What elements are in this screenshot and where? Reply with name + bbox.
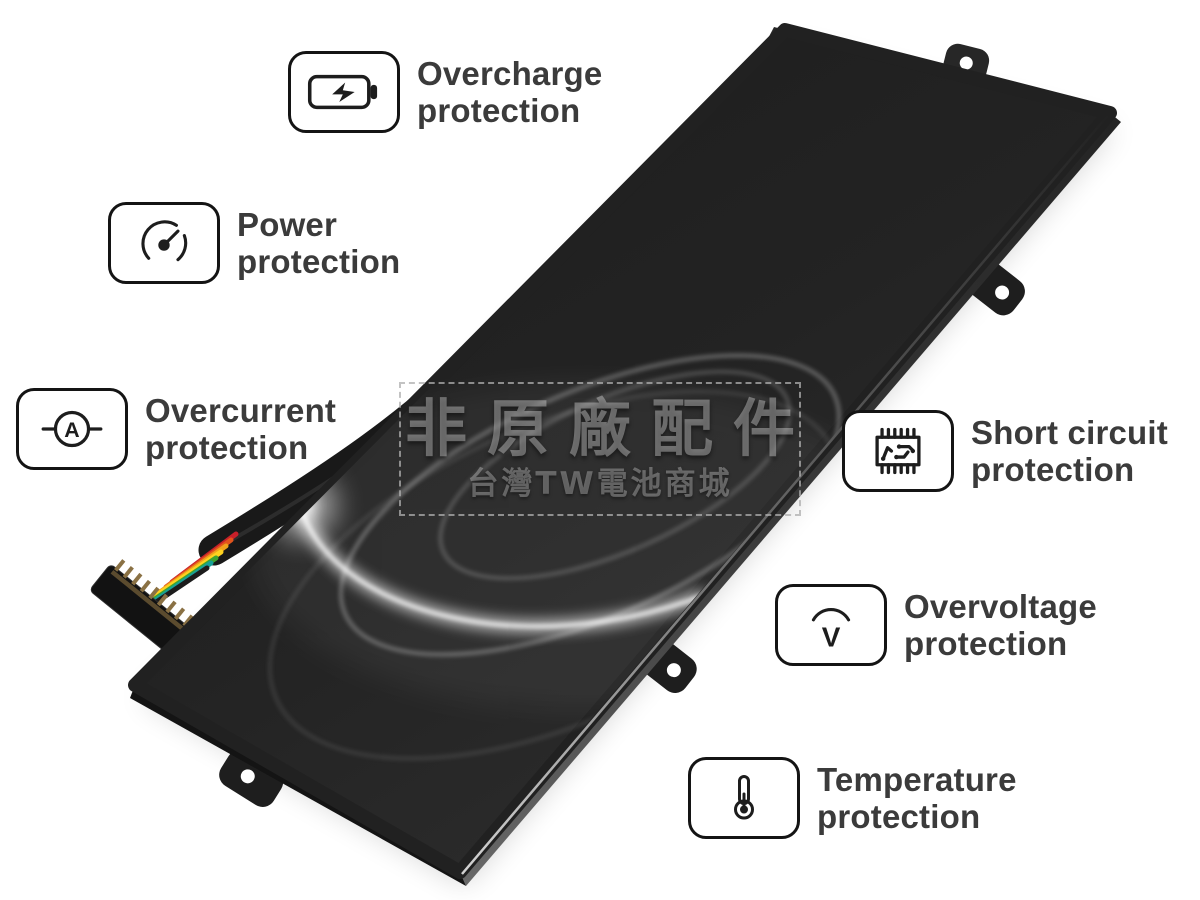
feature-temperature: Temperature protection bbox=[688, 757, 1017, 839]
circuit-chip-icon bbox=[842, 410, 954, 492]
power-gauge-icon bbox=[108, 202, 220, 284]
feature-overvoltage: V Overvoltage protection bbox=[775, 584, 1097, 666]
ammeter-icon: A bbox=[16, 388, 128, 470]
feature-label: Temperature protection bbox=[817, 761, 1017, 835]
feature-title-line1: Power bbox=[237, 206, 338, 243]
feature-title-line2: protection bbox=[145, 429, 309, 466]
mounting-ear-bottom-left bbox=[219, 749, 284, 807]
thermometer-icon bbox=[688, 757, 800, 839]
feature-title-line1: Overcurrent bbox=[145, 392, 337, 429]
feature-title-line2: protection bbox=[971, 451, 1135, 488]
ammeter-letter: A bbox=[64, 418, 79, 442]
feature-label: Short circuit protection bbox=[971, 414, 1168, 488]
feature-label: Overvoltage protection bbox=[904, 588, 1097, 662]
feature-label: Power protection bbox=[237, 206, 400, 280]
feature-power: Power protection bbox=[108, 202, 400, 284]
feature-title-line1: Overvoltage bbox=[904, 588, 1097, 625]
feature-label: Overcurrent protection bbox=[145, 392, 336, 466]
feature-title-line2: protection bbox=[417, 92, 581, 129]
feature-title-line2: protection bbox=[904, 625, 1068, 662]
feature-title-line2: protection bbox=[817, 798, 981, 835]
battery-charge-icon bbox=[288, 51, 400, 133]
feature-short-circuit: Short circuit protection bbox=[842, 410, 1168, 492]
feature-title-line1: Short circuit bbox=[971, 414, 1168, 451]
feature-overcharge: Overcharge protection bbox=[288, 51, 602, 133]
feature-title-line1: Temperature bbox=[817, 761, 1017, 798]
feature-title-line2: protection bbox=[237, 243, 401, 280]
voltage-arc-icon: V bbox=[775, 584, 887, 666]
battery-connector bbox=[90, 559, 194, 655]
feature-label: Overcharge protection bbox=[417, 55, 602, 129]
feature-title-line1: Overcharge bbox=[417, 55, 603, 92]
feature-overcurrent: A Overcurrent protection bbox=[16, 388, 336, 470]
voltage-letter: V bbox=[822, 622, 841, 653]
